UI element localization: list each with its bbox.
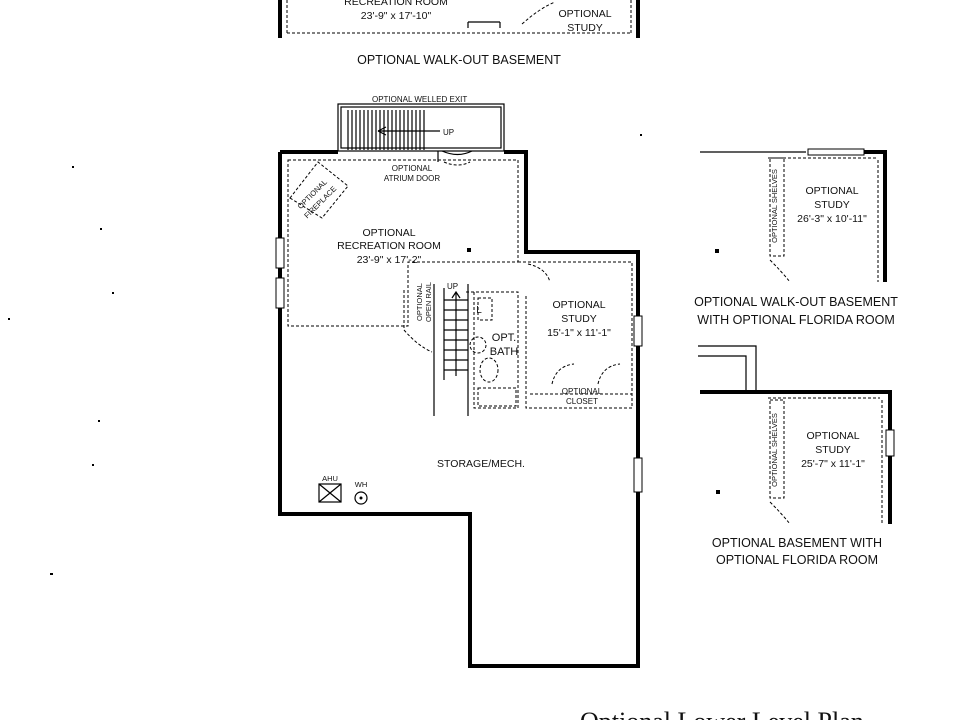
closet-label-line2: CLOSET [566,397,598,406]
florida-walkout-study-line2: STUDY [814,199,850,211]
top-study-label-line1: OPTIONAL [558,8,611,20]
rec-room-dimension: 23'-9" x 17'-2" [357,254,422,266]
page-title: Optional Lower Level Plan [580,707,864,720]
study-window [633,315,643,347]
fireplace-outline [289,161,349,219]
rec-room-label-line1: OPTIONAL [362,227,415,239]
scan-specks [8,134,642,575]
west-window-1 [275,237,285,269]
closet-label-line1: OPTIONAL [562,387,603,396]
wh-label: WH [355,480,368,489]
top-rec-room-label: RECREATION ROOM [344,0,448,8]
storage-mech-label: STORAGE/MECH. [437,458,525,470]
welled-exit-label: OPTIONAL WELLED EXIT [372,95,467,104]
bath-label-line1: OPT. [492,332,516,344]
florida-basement-caption-line1: OPTIONAL BASEMENT WITH [712,536,882,550]
florida-walkout-walls [864,150,887,282]
bath-label-line2: BATH [490,346,519,358]
florida-walkout-window [807,148,865,156]
storage-window [633,457,643,493]
florida-basement-window [885,429,895,457]
stairs-up-label: UP [447,282,458,291]
linen-closet-label: L [476,305,482,316]
open-rail-label-line2: OPEN RAIL [424,282,433,322]
study-dimension: 15'-1" x 11'-1" [547,327,611,339]
study-outline [518,261,633,409]
welled-exit: OPTIONAL WELLED EXIT UP [337,95,505,162]
atrium-door-label-line2: ATRIUM DOOR [384,174,441,183]
florida-basement-plan: OPTIONAL SHELVES OPTIONAL STUDY 25'-7" x… [698,345,895,567]
top-study-label-line2: STUDY [567,22,603,34]
rec-room-outline [287,159,519,327]
ahu-label: AHU [322,474,338,483]
west-window-2 [275,277,285,309]
study-label-line1: OPTIONAL [552,299,605,311]
florida-walkout-shelves-label: OPTIONAL SHELVES [770,169,779,243]
florida-walkout-study-line1: OPTIONAL [805,185,858,197]
florida-basement-caption-line2: OPTIONAL FLORIDA ROOM [716,553,878,567]
water-heater-icon [354,491,368,505]
bath-outline [466,291,519,409]
florida-basement-study-line2: STUDY [815,444,851,456]
rec-room-label-line2: RECREATION ROOM [337,240,441,252]
florida-basement-walls [700,390,892,524]
main-lower-level-plan: OPTIONAL WELLED EXIT UP OPTIONAL [275,95,643,668]
exit-up-label: UP [443,128,454,137]
ahu-unit-icon [318,483,342,503]
florida-walkout-plan: OPTIONAL SHELVES OPTIONAL STUDY 26'-3" x… [694,148,898,327]
open-rail-label-line1: OPTIONAL [415,283,424,321]
stairs [433,284,469,416]
florida-walkout-study-dimension: 26'-3" x 10'-11" [797,213,867,225]
exit-up-arrow [377,126,440,136]
stairs-up-arrow [451,290,461,376]
exit-steps [347,110,425,150]
florida-basement-shelves-label: OPTIONAL SHELVES [770,413,779,487]
atrium-door-swing [441,150,473,156]
top-walkout-plan: RECREATION ROOM 23'-9" x 17'-10" OPTIONA… [278,0,640,67]
study-label-line2: STUDY [561,313,597,325]
top-study-door-swing [521,1,556,25]
florida-basement-study-line1: OPTIONAL [806,430,859,442]
florida-basement-study-dimension: 25'-7" x 11'-1" [801,458,865,470]
exterior-walls [278,150,640,668]
florida-walkout-caption-line2: WITH OPTIONAL FLORIDA ROOM [697,313,894,327]
florida-walkout-caption-line1: OPTIONAL WALK-OUT BASEMENT [694,295,898,309]
top-rec-room-dimension: 23'-9" x 17'-10" [361,10,432,22]
atrium-door-label-line1: OPTIONAL [392,164,433,173]
top-plan-caption: OPTIONAL WALK-OUT BASEMENT [357,53,561,67]
